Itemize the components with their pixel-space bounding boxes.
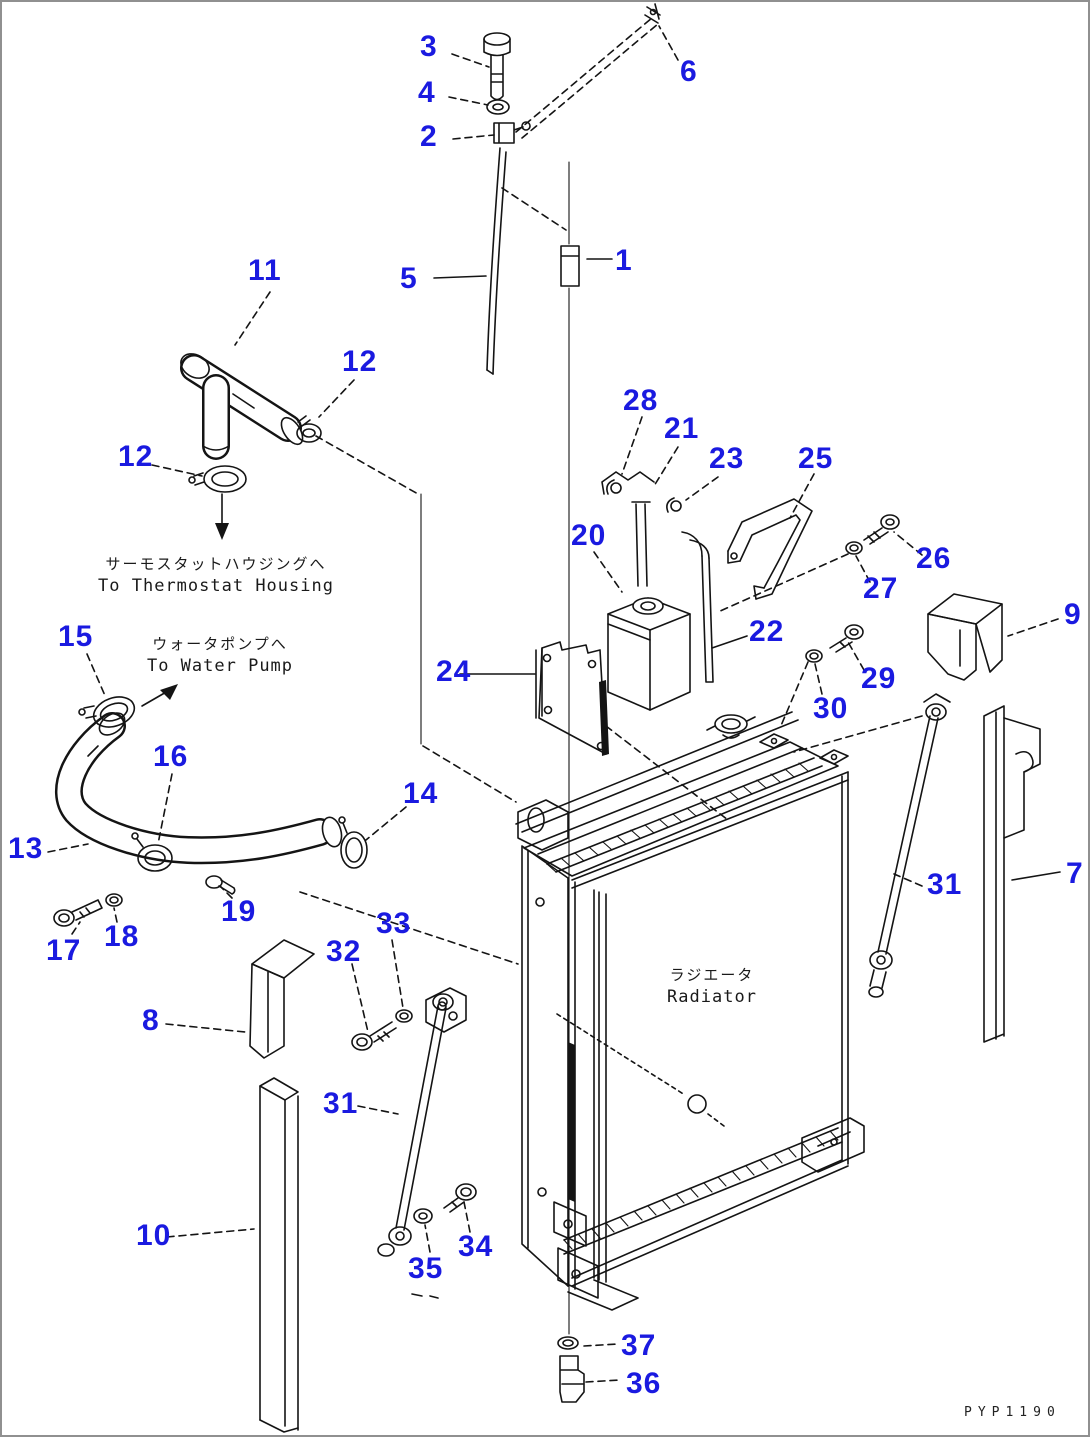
stay-washer-33 [395, 1009, 413, 1023]
thermostat-housing-label-jp: サーモスタットハウジングへ [105, 555, 327, 573]
callout-22: 22 [749, 615, 785, 648]
water-pump-label-jp: ウォータポンプへ [152, 635, 288, 653]
lower-hose [55, 712, 343, 865]
callout-31-left: 31 [323, 1087, 359, 1120]
callout-9: 9 [1064, 598, 1082, 631]
callout-12-left: 12 [118, 440, 154, 473]
callout-16: 16 [153, 740, 189, 773]
callout-17: 17 [46, 934, 82, 967]
hose-washer-18 [105, 893, 123, 907]
radiator-body [515, 711, 865, 1311]
drain-valve [559, 1355, 585, 1403]
callout-27: 27 [863, 572, 899, 605]
tank-bracket [727, 498, 813, 600]
stay-bolt-32 [351, 1021, 397, 1051]
thermostat-housing-label: サーモスタットハウジングへ To Thermostat Housing [86, 554, 346, 597]
leader-lines [47, 25, 1061, 1383]
callout-30: 30 [813, 692, 849, 725]
callout-21: 21 [664, 412, 700, 445]
tube-clamp-23 [666, 497, 682, 513]
hose-clamp-15 [78, 696, 136, 728]
callout-5: 5 [400, 262, 418, 295]
mount-bolt-top [483, 32, 531, 144]
upper-hose [515, 3, 661, 139]
seal-strip [259, 1077, 299, 1433]
callout-12-right: 12 [342, 345, 378, 378]
reserve-tank [607, 597, 691, 711]
corner-cover-left [249, 939, 315, 1059]
callout-26: 26 [916, 542, 952, 575]
construction-lines [299, 161, 729, 1335]
drawing-code: PYP1190 [964, 1405, 1061, 1420]
callout-6: 6 [680, 55, 698, 88]
callout-13: 13 [8, 832, 44, 865]
callout-3: 3 [420, 30, 438, 63]
callout-31-right: 31 [927, 868, 963, 901]
callout-7: 7 [1066, 857, 1084, 890]
washer-30 [779, 649, 823, 729]
water-pump-label-en: To Water Pump [146, 656, 294, 676]
washer-27 [717, 541, 863, 613]
callout-20: 20 [571, 519, 607, 552]
callout-2: 2 [420, 120, 438, 153]
callout-15: 15 [58, 620, 94, 653]
callout-33: 33 [376, 907, 412, 940]
flow-arrow-water-pump [141, 684, 178, 707]
callout-25: 25 [798, 442, 834, 475]
tank-tube-2 [681, 531, 714, 683]
hose-clamp-12-right [296, 415, 322, 443]
callout-36: 36 [626, 1367, 662, 1400]
elbow-hose [180, 353, 304, 460]
corner-cover-right [927, 593, 1003, 681]
callout-34: 34 [458, 1230, 494, 1263]
side-plate-right [983, 705, 1041, 1043]
tank-tube [601, 471, 655, 587]
hose-clamp-14 [338, 816, 368, 869]
tube-clamp-28 [606, 479, 622, 495]
radiator-label-jp: ラジエータ [669, 966, 755, 984]
plug-19 [205, 875, 236, 895]
washer-35 [411, 1208, 439, 1299]
callout-11: 11 [248, 254, 282, 287]
thermostat-housing-label-en: To Thermostat Housing [98, 576, 334, 596]
callout-32: 32 [326, 935, 362, 968]
callout-35: 35 [408, 1252, 444, 1285]
drain-washer [557, 1336, 579, 1350]
callout-1: 1 [615, 244, 633, 277]
overflow-hose [486, 147, 580, 375]
callout-14: 14 [403, 777, 439, 810]
callout-10: 10 [136, 1219, 172, 1252]
callout-29: 29 [861, 662, 897, 695]
radiator-label-en: Radiator [667, 987, 757, 1007]
stay-rod-left [377, 987, 467, 1257]
callout-24: 24 [436, 655, 472, 688]
hose-clamp-16 [131, 832, 173, 872]
callout-28: 28 [623, 384, 659, 417]
stay-rod-right [793, 693, 951, 998]
callout-23: 23 [709, 442, 745, 475]
bolt-34 [443, 1183, 477, 1213]
hose-clamp-12-left [188, 465, 247, 540]
callout-18: 18 [104, 920, 140, 953]
water-pump-label: ウォータポンプへ To Water Pump [130, 634, 310, 677]
callout-8: 8 [142, 1004, 160, 1037]
callout-19: 19 [221, 895, 257, 928]
hose-bolt-17 [53, 899, 103, 927]
callout-4: 4 [418, 76, 436, 109]
mount-plate [535, 641, 609, 756]
bracket-bolt-26 [863, 514, 900, 545]
bracket-bolt-29 [829, 624, 864, 653]
callout-37: 37 [621, 1329, 657, 1362]
radiator-label: ラジエータ Radiator [642, 965, 782, 1008]
